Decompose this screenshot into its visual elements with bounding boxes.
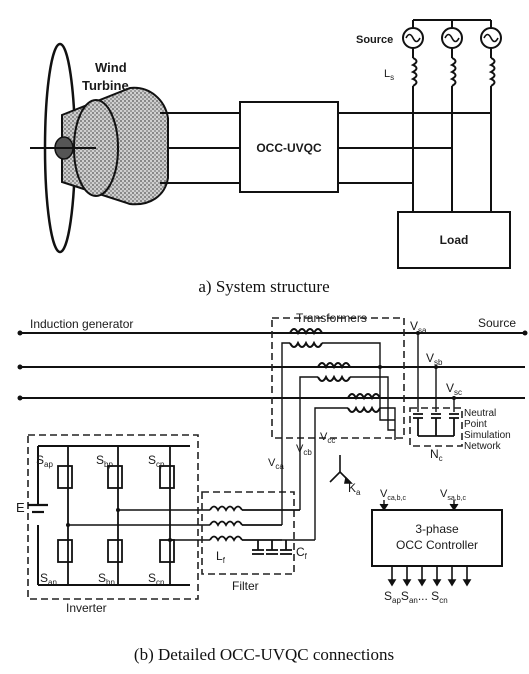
ka-label: Ka (348, 481, 361, 497)
neutral-label-1: Neutral (464, 408, 496, 419)
caption-b: (b) Detailed OCC-UVQC connections (134, 645, 394, 664)
controller-output-arrows (387, 566, 472, 587)
filter-box (201, 491, 295, 575)
inductor-ls-label: Ls (384, 68, 394, 82)
neutral-network-box (409, 407, 463, 447)
neutral-label-4: Network (464, 441, 502, 452)
controller-input-vs: Vsa,b,c (440, 488, 467, 502)
transformer-c (347, 393, 381, 413)
controller-input-vc: Vca,b,c (380, 488, 407, 502)
wind-turbine-label-1: Wind (95, 60, 127, 75)
vsb-label: Vsb (426, 351, 443, 367)
vcb-label: Vcb (296, 443, 312, 457)
svg-text:Sbn: Sbn (98, 571, 115, 587)
source-phase-b (441, 27, 463, 212)
neutral-capacitors (413, 413, 459, 437)
source-phase-c (480, 27, 502, 212)
controller-box (371, 509, 503, 567)
inverter-switches (57, 446, 175, 585)
svg-text:Scn: Scn (148, 571, 164, 587)
filter-inductors (209, 505, 300, 555)
source-phase-a (402, 27, 424, 242)
controller-label-2: OCC Controller (396, 538, 478, 552)
neutral-label-2: Point (464, 419, 487, 430)
neutral-label-3: Simulation (464, 430, 511, 441)
wind-turbine-label-2: Turbine (82, 78, 129, 93)
vsc-label: Vsc (446, 381, 462, 397)
svg-text:Sap: Sap (36, 453, 53, 469)
vca-label: Vca (268, 457, 284, 471)
svg-text:Scp: Scp (148, 453, 165, 469)
inverter-label: Inverter (66, 601, 107, 615)
inverter-box (27, 434, 199, 600)
load-label: Load (440, 233, 469, 247)
controller-label-1: 3-phase (415, 522, 459, 536)
filter-label: Filter (232, 579, 259, 593)
lf-label: Lf (216, 549, 226, 565)
vcc-label: Vcc (320, 431, 335, 445)
vsa-label: Vsa (410, 319, 427, 335)
nc-label: Nc (430, 447, 443, 463)
transformer-a (289, 328, 323, 348)
caption-a: a) System structure (198, 277, 329, 296)
transformers-box (271, 317, 405, 439)
cf-label: Cf (296, 545, 308, 561)
converter-label: OCC-UVQC (256, 141, 322, 155)
source-b-label: Source (478, 316, 516, 330)
transformers-label: Transformers (296, 311, 367, 325)
induction-generator-label: Induction generator (30, 317, 133, 331)
converter-box (239, 101, 339, 193)
source-label: Source (356, 34, 393, 46)
svg-text:Sbp: Sbp (96, 453, 113, 469)
figure-b-detailed-connections: Induction generator Source Transformers … (16, 311, 528, 664)
svg-text:San: San (40, 571, 57, 587)
controller-outputs: SapSan... Scn (384, 589, 448, 605)
switch-ka (329, 455, 353, 484)
figure-a-system-structure: Wind Turbine OCC-UVQC (30, 19, 511, 296)
transformer-b (317, 362, 351, 382)
load-box (397, 211, 511, 269)
inverter-switch-labels: Sap Sbp Scp San Sbn Scn (36, 453, 165, 587)
e-label: E (16, 500, 25, 515)
